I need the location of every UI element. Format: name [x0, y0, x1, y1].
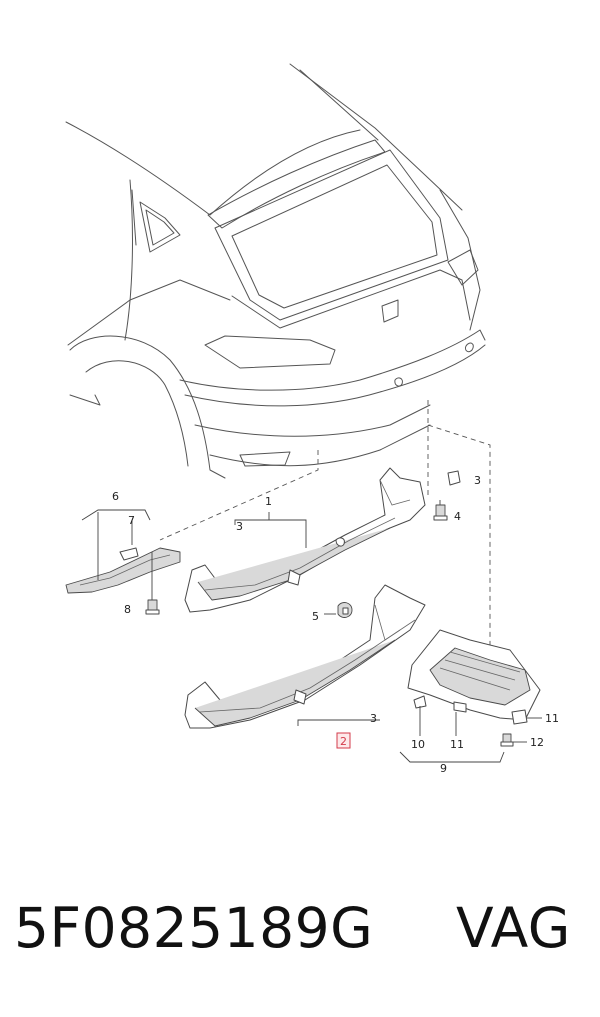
callout-3-upper: 3 [236, 520, 243, 533]
part-5-nut [324, 602, 353, 618]
part-6-side-bracket [65, 547, 181, 594]
brand: VAG [456, 896, 571, 960]
callout-2: 2 [340, 735, 347, 748]
part-2-lower-bumper-trim [184, 584, 426, 729]
callout-3-lower: 3 [370, 712, 377, 725]
part-number: 5F0825189G [14, 896, 374, 960]
part-4-screw [433, 504, 448, 521]
callout-8: 8 [124, 603, 131, 616]
footer: 5F0825189G VAG [14, 896, 594, 976]
part-11-clip [511, 709, 528, 725]
part-12-screw [500, 733, 514, 747]
callout-1: 1 [265, 495, 272, 508]
callout-11-right: 11 [545, 712, 559, 725]
part-3-clip [447, 470, 461, 486]
callout-3-clip: 3 [474, 474, 481, 487]
callout-5: 5 [312, 610, 319, 623]
callout-10: 10 [411, 738, 425, 751]
exploded-parts-diagram: 6 7 8 1 3 3 4 5 3 2 10 11 9 11 12 [65, 63, 559, 775]
callout-11-lower: 11 [450, 738, 464, 751]
car-rear-body [65, 63, 486, 479]
callout-9: 9 [440, 762, 447, 775]
callout-6: 6 [112, 490, 119, 503]
part-8-screw [145, 599, 160, 615]
callout-12: 12 [530, 736, 544, 749]
part-9-underbody-guard [407, 629, 541, 721]
part-1-bumper-carrier [184, 467, 426, 613]
callout-2-highlight-box [336, 732, 351, 749]
callout-7: 7 [128, 514, 135, 527]
callout-4: 4 [454, 510, 461, 523]
